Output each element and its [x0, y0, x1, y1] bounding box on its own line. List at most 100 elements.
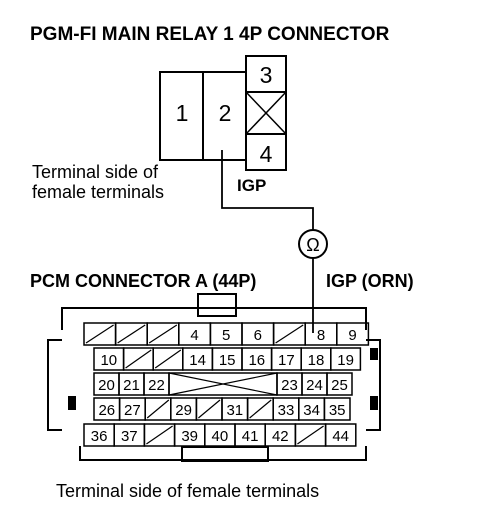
pcm-terminal-22: 22: [143, 372, 170, 396]
pcm-left-latch: [68, 396, 76, 410]
pcm-terminal-16: 16: [241, 347, 273, 371]
pcm-connector-title: PCM CONNECTOR A (44P): [30, 271, 256, 291]
pcm-terminal-number: 6: [254, 327, 262, 344]
pcm-left-wall: [47, 339, 62, 431]
pcm-terminal-number: 24: [306, 377, 323, 394]
pcm-terminal-44: 44: [324, 423, 357, 447]
pcm-terminal-empty: [122, 347, 154, 371]
relay-terminal-3: 3: [260, 62, 273, 88]
pcm-terminal-empty: [146, 322, 180, 346]
pcm-terminal-24: 24: [301, 372, 328, 396]
pcm-terminal-20: 20: [93, 372, 120, 396]
relay-side-label-line2: female terminals: [32, 182, 164, 202]
pcm-terminal-4: 4: [178, 322, 212, 346]
pcm-right-wall: [366, 339, 381, 431]
pcm-terminal-29: 29: [170, 397, 198, 421]
pcm-terminal-number: 29: [175, 402, 192, 419]
pcm-terminal-6: 6: [241, 322, 275, 346]
pcm-terminal-empty: [246, 397, 274, 421]
pcm-terminal-number: 26: [98, 402, 115, 419]
pcm-terminal-number: 20: [98, 377, 115, 394]
pcm-terminal-37: 37: [113, 423, 146, 447]
ohm-symbol-icon: Ω: [306, 235, 319, 255]
pcm-terminal-35: 35: [323, 397, 351, 421]
pcm-housing-top: [61, 307, 367, 330]
relay-terminal-2: 2: [219, 100, 232, 126]
pcm-bottom-key: [181, 446, 269, 462]
relay-connector-side-block: [245, 55, 287, 171]
pcm-terminal-14: 14: [182, 347, 214, 371]
pcm-terminal-number: 21: [123, 377, 140, 394]
pcm-terminal-empty: [195, 397, 223, 421]
pcm-terminal-26: 26: [93, 397, 121, 421]
pcm-terminal-number: 9: [348, 327, 356, 344]
pcm-terminal-10: 10: [93, 347, 125, 371]
pcm-terminal-number: 36: [91, 428, 108, 445]
pcm-terminal-empty: [144, 397, 172, 421]
pcm-terminal-25: 25: [326, 372, 353, 396]
pcm-terminal-number: 5: [222, 327, 230, 344]
pcm-terminal-number: 17: [278, 352, 295, 369]
pcm-terminal-27: 27: [118, 397, 146, 421]
pcm-terminal-21: 21: [118, 372, 145, 396]
pcm-terminal-number: 42: [272, 428, 289, 445]
pcm-terminal-number: 10: [100, 352, 117, 369]
pcm-terminal-42: 42: [264, 423, 297, 447]
pcm-terminal-empty: [294, 423, 327, 447]
pcm-terminal-empty: [272, 322, 306, 346]
pcm-terminal-19: 19: [330, 347, 362, 371]
relay-side-label-line1: Terminal side of: [32, 162, 159, 182]
pcm-terminal-number: 35: [329, 402, 346, 419]
pcm-terminal-number: 23: [281, 377, 298, 394]
pcm-terminal-number: 34: [303, 402, 320, 419]
pcm-terminal-9: 9: [336, 322, 370, 346]
pcm-wire-label: IGP (ORN): [326, 271, 414, 291]
pcm-terminal-number: 4: [190, 327, 198, 344]
relay-connector: 1 2 3 4: [159, 55, 287, 171]
pcm-terminal-36: 36: [83, 423, 115, 447]
pcm-terminal-number: 37: [121, 428, 138, 445]
pcm-terminal-number: 40: [212, 428, 229, 445]
pcm-terminal-15: 15: [211, 347, 243, 371]
pcm-housing-bottom: [79, 446, 367, 461]
pcm-terminal-number: 31: [226, 402, 243, 419]
relay-wire-label: IGP: [237, 176, 266, 195]
pcm-terminal-number: 39: [181, 428, 198, 445]
relay-terminal-1: 1: [176, 100, 189, 126]
pcm-terminal-number: 27: [124, 402, 141, 419]
pcm-terminal-number: 41: [242, 428, 259, 445]
pcm-terminal-31: 31: [221, 397, 249, 421]
relay-terminal-4: 4: [260, 141, 273, 167]
pcm-terminal-41: 41: [234, 423, 266, 447]
pcm-terminal-40: 40: [204, 423, 236, 447]
pcm-terminal-18: 18: [300, 347, 332, 371]
pcm-terminal-number: 19: [337, 352, 354, 369]
pcm-terminal-empty: [168, 372, 278, 396]
pcm-terminal-33: 33: [272, 397, 300, 421]
pcm-terminal-number: 33: [278, 402, 295, 419]
probe-wire-relay: [221, 150, 314, 230]
pcm-terminal-empty: [143, 423, 176, 447]
pcm-terminal-34: 34: [298, 397, 326, 421]
pcm-right-latch-upper: [370, 348, 378, 360]
pcm-terminal-empty: [152, 347, 184, 371]
pcm-terminal-number: 44: [332, 428, 349, 445]
pcm-terminal-number: 14: [189, 352, 206, 369]
pcm-terminal-8: 8: [304, 322, 338, 346]
pcm-terminal-number: 25: [331, 377, 348, 394]
pcm-lock-tab: [197, 293, 237, 317]
pcm-terminal-17: 17: [270, 347, 302, 371]
pcm-terminal-39: 39: [173, 423, 206, 447]
pcm-terminal-number: 22: [148, 377, 165, 394]
pcm-right-latch-lower: [370, 396, 378, 410]
pcm-terminal-5: 5: [209, 322, 243, 346]
pcm-terminal-empty: [114, 322, 148, 346]
pcm-terminal-number: 16: [248, 352, 265, 369]
ohmmeter: Ω: [298, 229, 328, 259]
pcm-bottom-caption: Terminal side of female terminals: [56, 481, 319, 501]
pcm-terminal-23: 23: [276, 372, 303, 396]
pcm-terminal-empty: [83, 322, 117, 346]
